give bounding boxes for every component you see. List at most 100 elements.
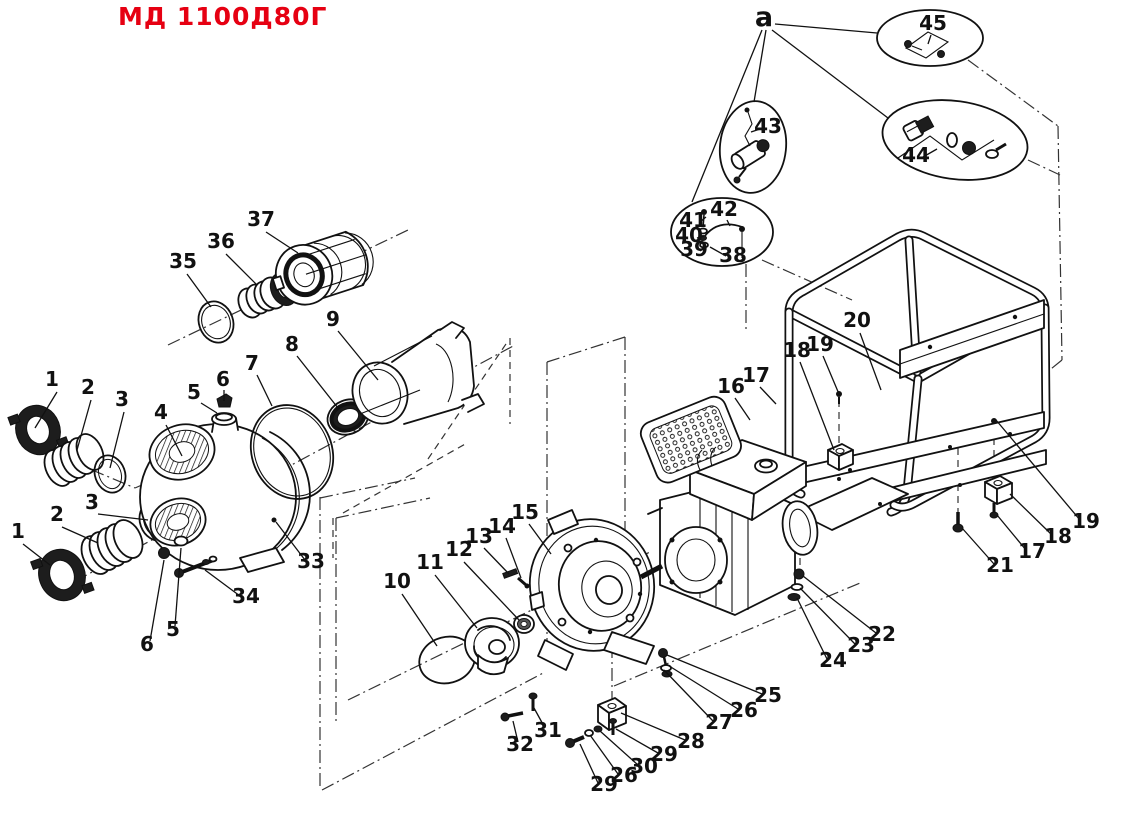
section-a-callout-0: [774, 23, 878, 34]
part-19-b-label: 19: [1072, 509, 1100, 533]
part-37-label: 37: [247, 207, 275, 231]
part-2-lower-label: 2: [50, 502, 64, 526]
part-30-leader: [599, 730, 639, 766]
mounts-drawing: [827, 391, 1013, 533]
part-44-label: 44: [902, 143, 930, 167]
part-6-lower-label: 6: [140, 632, 154, 656]
hardware-drawing: [500, 648, 673, 748]
part-22-leader: [802, 575, 877, 634]
part-3-upper-label: 3: [115, 387, 129, 411]
part-32-label: 32: [506, 732, 534, 756]
part-43-label: 43: [754, 114, 782, 138]
part-5-lower-label: 5: [166, 617, 180, 641]
part-26-b-label: 26: [610, 763, 638, 787]
part-39-label: 39: [680, 237, 708, 261]
part-20-leader: [859, 332, 882, 391]
part-2-lower-leader: [61, 526, 99, 544]
part-29-a-label: 29: [650, 742, 678, 766]
part-34-label: 34: [232, 584, 260, 608]
part-1-lower-leader: [22, 543, 51, 566]
detail-ellipse-43: [718, 100, 788, 194]
impeller-drawing: [464, 617, 520, 676]
part-15-label: 15: [511, 500, 539, 524]
part-14-leader: [505, 537, 522, 579]
part-24-leader: [796, 597, 828, 660]
part-8-leader: [296, 355, 339, 409]
part-29-b-label: 29: [590, 772, 618, 796]
part-17-b-leader: [996, 514, 1027, 551]
part-41-label: 41: [679, 208, 707, 232]
section-a-callout-1: [771, 29, 889, 119]
part-6-lower-leader: [149, 559, 165, 642]
part-16-label: 16: [717, 374, 745, 398]
part-40-label: 40: [675, 223, 703, 247]
part-4-label: 4: [154, 400, 168, 424]
part-43-leader: [750, 128, 761, 133]
part-30-label: 30: [630, 754, 658, 778]
part-12-leader: [463, 561, 520, 621]
part-2-upper-label: 2: [81, 375, 95, 399]
section-a-callout-3: [691, 29, 763, 203]
part-1-upper-label: 1: [45, 367, 59, 391]
part-9-label: 9: [326, 307, 340, 331]
detail-ellipse-45: [876, 9, 984, 67]
part-17-b-label: 17: [1018, 539, 1046, 563]
part-35-leader: [186, 273, 212, 308]
part-21-label: 21: [986, 553, 1014, 577]
part-28-leader: [620, 712, 686, 741]
part-39-leader: [699, 245, 707, 252]
part-8-label: 8: [285, 332, 299, 356]
part-22-label: 22: [868, 622, 896, 646]
part-19-b-leader: [995, 419, 1081, 521]
part-38-leader: [709, 246, 727, 257]
part-5-upper-label: 5: [187, 380, 201, 404]
pump-housing-drawing: [7, 393, 311, 602]
part-33-label: 33: [297, 549, 325, 573]
part-19-a-label: 19: [806, 332, 834, 356]
strainer-group-drawing: [197, 230, 374, 344]
part-5-upper-leader: [200, 402, 218, 414]
callout-lines: [691, 23, 889, 203]
part-21-leader: [961, 527, 995, 565]
part-32-leader: [512, 720, 519, 743]
part-26-a-leader: [665, 663, 739, 710]
section-a-label: a: [755, 2, 773, 33]
part-19-a-leader: [822, 355, 840, 395]
part-45-label: 45: [919, 11, 947, 35]
section-a-callout-2: [753, 29, 767, 103]
part-31-leader: [533, 707, 546, 729]
part-18-b-leader: [1009, 493, 1053, 536]
detail-ellipse-fuel-line: [670, 197, 774, 267]
part-26-b-leader: [589, 734, 619, 775]
part-27-leader: [663, 669, 714, 722]
part-45-leader: [927, 34, 932, 45]
part-38-label: 38: [719, 243, 747, 267]
part-41-leader: [699, 216, 707, 223]
diagram-title: МД 1100Д80Г: [118, 2, 328, 31]
part-2-upper-leader: [76, 399, 92, 451]
part-12-label: 12: [445, 537, 473, 561]
part-42-leader: [726, 219, 731, 227]
part-40-leader: [696, 235, 705, 239]
part-11-label: 11: [416, 550, 444, 574]
part-44-leader: [922, 148, 938, 158]
part-15-leader: [528, 523, 552, 555]
part-11-leader: [434, 574, 478, 629]
part-7-leader: [256, 374, 273, 407]
part-1-upper-leader: [34, 391, 58, 429]
part-23-leader: [799, 587, 856, 645]
part-13-label: 13: [465, 524, 493, 548]
part-4-leader: [165, 424, 183, 457]
part-10-label: 10: [383, 569, 411, 593]
part-27-label: 27: [705, 710, 733, 734]
part-14-label: 14: [488, 514, 516, 538]
part-37-leader: [265, 231, 299, 254]
part-29-b-leader: [579, 743, 599, 784]
part-13-leader: [483, 547, 510, 575]
part-26-a-label: 26: [730, 698, 758, 722]
part-31-label: 31: [534, 718, 562, 742]
pump-bracket-drawing: [528, 509, 656, 671]
part-1-lower-label: 1: [11, 519, 25, 543]
volute-group-drawing: [249, 321, 485, 500]
